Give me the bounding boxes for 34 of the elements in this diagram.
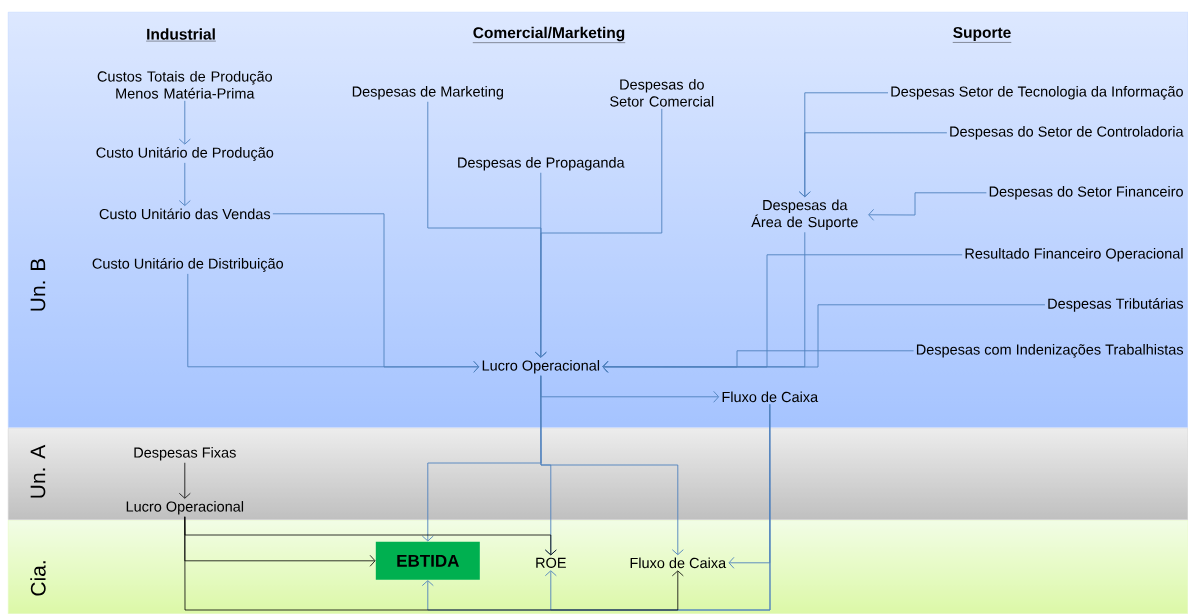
column-heading: Suporte (952, 27, 1012, 43)
node-label: Despesas de Propaganda (458, 157, 625, 171)
node-label: Despesas do Setor de Controladoria (950, 126, 1184, 140)
node-label: Lucro Operacional (482, 360, 600, 374)
node-label: Custo Unitário das Vendas (99, 208, 271, 220)
node-label: Fluxo de Caixa (630, 557, 727, 569)
arrow (534, 108, 663, 358)
arrow (178, 100, 191, 145)
arrow (187, 273, 480, 373)
node-label: Despesas com Indenizações Trabalhistas (916, 344, 1184, 358)
node-label: Resultado Financeiro Operacional (965, 248, 1183, 262)
arrow (602, 350, 914, 373)
node-label: Custo Unitário de Produção (96, 146, 274, 161)
node-label: Fluxo de Caixa (722, 391, 819, 403)
arrow (184, 516, 684, 611)
process-box: EBTIDA (375, 541, 480, 580)
arrow (868, 192, 987, 221)
arrow (178, 462, 191, 499)
node-label: Despesas do Setor Financeiro (989, 186, 1183, 200)
node-label: Despesas da Área de Suporte (751, 199, 858, 231)
node-label: Despesas Fixas (134, 447, 236, 461)
column-heading: Industrial (145, 28, 217, 42)
node-label: Custos Totais de Produção Menos Matéria-Prima (97, 71, 273, 99)
node-label: Despesas Tributárias (1048, 297, 1184, 312)
node-label: Despesas Setor de Tecnologia da Informação (891, 86, 1183, 100)
node-label: ROE (536, 557, 566, 568)
node-label: Custo Unitário de Distribuição (92, 257, 284, 272)
arrow (178, 162, 191, 207)
node-label: Despesas de Marketing (352, 86, 503, 100)
arrow (798, 132, 948, 198)
node-label: Lucro Operacional (126, 501, 244, 515)
node-label: Despesas do Setor Comercial (610, 79, 714, 107)
column-heading: Comercial/Marketing (472, 26, 626, 43)
arrow (540, 375, 684, 556)
